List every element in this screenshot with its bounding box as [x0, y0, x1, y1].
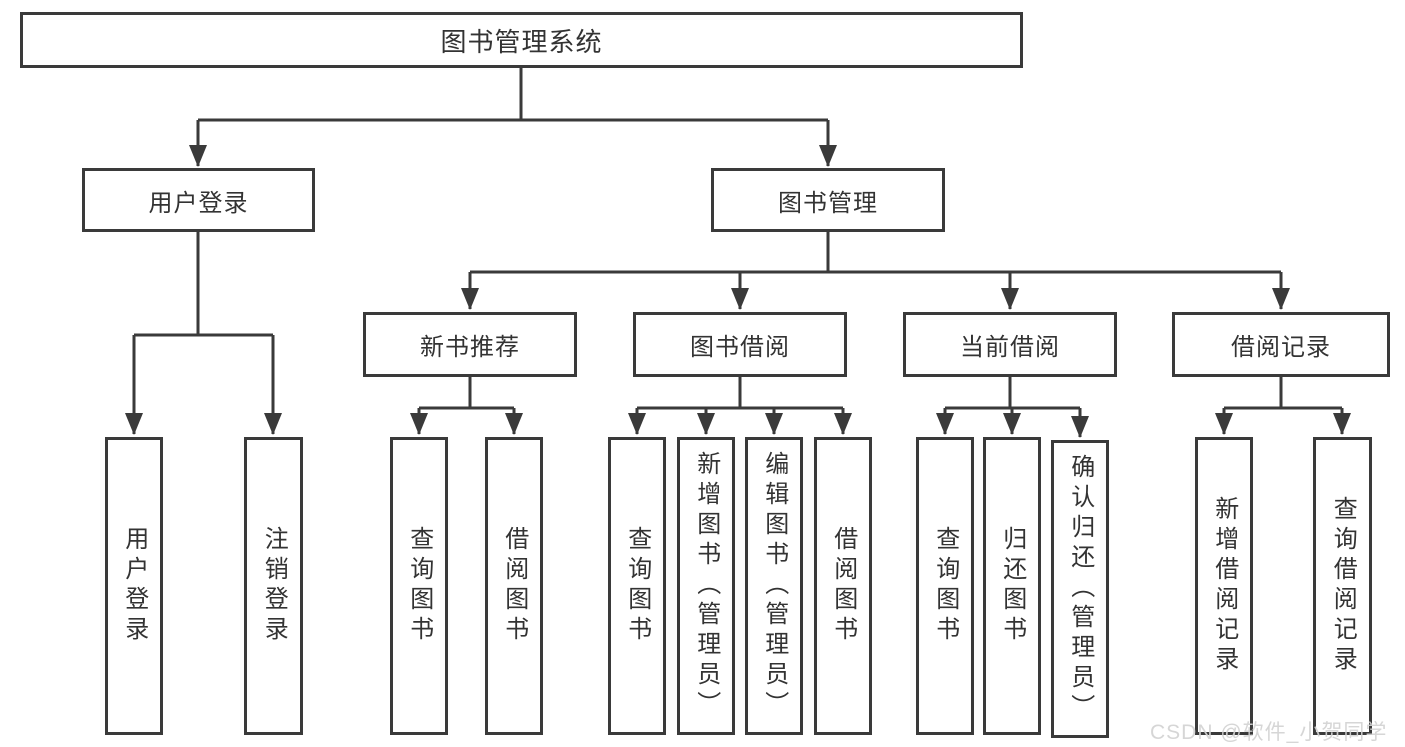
rail-borrow-records: [1224, 377, 1342, 410]
rail-book-mgmt: [470, 232, 1281, 274]
node-br-add-record-label: 新增借阅记录: [1210, 496, 1238, 676]
node-br-query-record-label: 查询借阅记录: [1329, 496, 1357, 676]
node-book-management-label: 图书管理: [778, 189, 878, 217]
node-bb-add-book-label: 新增图书（管理员）: [692, 451, 720, 721]
node-nb-borrow-book-label: 借阅图书: [500, 526, 528, 646]
node-bb-edit-book: 编辑图书（管理员）: [745, 437, 803, 735]
node-borrowing-records: 借阅记录: [1172, 312, 1390, 377]
node-bb-edit-book-label: 编辑图书（管理员）: [760, 451, 788, 721]
node-new-book-recommend-label: 新书推荐: [420, 334, 520, 361]
rail-book-borrow: [637, 377, 843, 410]
node-new-book-recommend: 新书推荐: [363, 312, 577, 377]
node-bb-borrow-book-label: 借阅图书: [829, 526, 857, 646]
node-borrowing-records-label: 借阅记录: [1231, 334, 1331, 361]
node-book-management: 图书管理: [711, 168, 945, 232]
rail-user-login: [134, 232, 273, 337]
node-logout-user-label: 注销登录: [260, 526, 288, 646]
node-login-user-label: 用户登录: [120, 526, 148, 646]
node-current-borrowing: 当前借阅: [903, 312, 1117, 377]
node-current-borrowing-label: 当前借阅: [960, 334, 1060, 361]
node-user-login: 用户登录: [82, 168, 315, 232]
node-nb-borrow-book: 借阅图书: [485, 437, 543, 735]
node-cb-return-book: 归还图书: [983, 437, 1041, 735]
node-br-query-record: 查询借阅记录: [1313, 437, 1372, 735]
node-cb-confirm-return: 确认归还（管理员）: [1051, 440, 1109, 738]
node-bb-query-book: 查询图书: [608, 437, 666, 735]
node-cb-confirm-return-label: 确认归还（管理员）: [1066, 454, 1094, 724]
node-cb-return-book-label: 归还图书: [998, 526, 1026, 646]
node-book-borrowing-label: 图书借阅: [690, 334, 790, 361]
rail-current-borrow: [945, 377, 1080, 410]
node-nb-query-book-label: 查询图书: [405, 526, 433, 646]
node-cb-query-book: 查询图书: [916, 437, 974, 735]
node-book-borrowing: 图书借阅: [633, 312, 847, 377]
rail-new-book: [419, 377, 514, 410]
node-nb-query-book: 查询图书: [390, 437, 448, 735]
node-root-label: 图书管理系统: [440, 26, 603, 57]
node-br-add-record: 新增借阅记录: [1195, 437, 1253, 735]
node-logout-user: 注销登录: [244, 437, 303, 735]
watermark: CSDN @软件_小贺同学: [1150, 721, 1388, 744]
node-bb-borrow-book: 借阅图书: [814, 437, 872, 735]
node-user-login-label: 用户登录: [148, 189, 249, 217]
node-bb-query-book-label: 查询图书: [623, 526, 651, 646]
node-login-user: 用户登录: [105, 437, 163, 735]
rail-root: [198, 68, 828, 122]
node-bb-add-book: 新增图书（管理员）: [677, 437, 735, 735]
node-cb-query-book-label: 查询图书: [931, 526, 959, 646]
node-root: 图书管理系统: [20, 12, 1023, 68]
